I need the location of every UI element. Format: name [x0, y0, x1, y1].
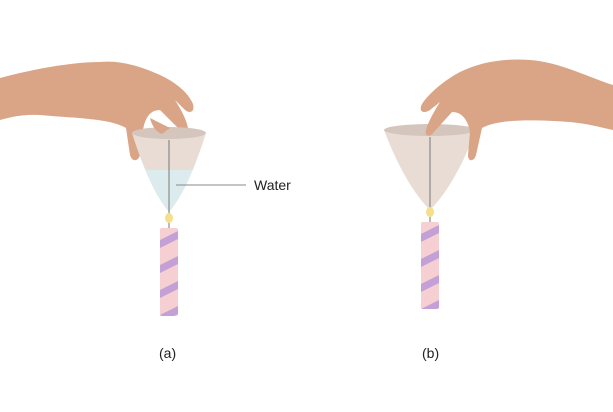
panel-a-label: (a) [159, 345, 177, 361]
flame-icon [426, 207, 434, 217]
panel-b-label: (b) [422, 345, 440, 361]
water-label: Water [254, 177, 291, 193]
panel-a [0, 61, 246, 316]
right-hand [420, 59, 613, 161]
panel-b [384, 59, 613, 309]
funnel-rim [132, 127, 206, 139]
flame-icon [165, 213, 173, 223]
water [132, 170, 206, 212]
candle-b [421, 222, 439, 309]
left-hand [0, 61, 194, 161]
candle-a [160, 228, 178, 316]
